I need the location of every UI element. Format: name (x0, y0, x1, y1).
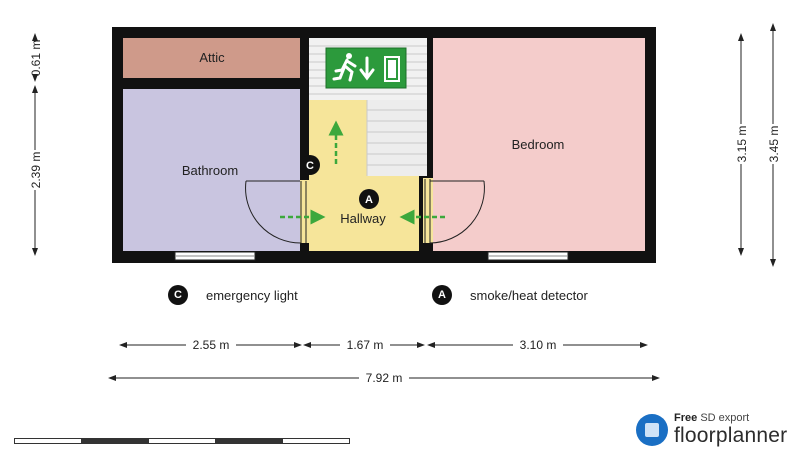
svg-text:2.55 m: 2.55 m (193, 338, 230, 352)
window-bathroom (174, 251, 256, 261)
detector-marker: A (359, 189, 379, 209)
legend-emergency-light-symbol: C (168, 285, 188, 305)
scale-bar (14, 438, 354, 444)
legend-detector-label: smoke/heat detector (470, 287, 588, 303)
legend-emergency-light-label: emergency light (206, 287, 298, 303)
dim-total: 7.92 m (108, 369, 660, 387)
svg-text:2.39 m: 2.39 m (29, 152, 43, 189)
dim-right-inner: 3.15 m (732, 33, 750, 256)
bathroom-door (245, 180, 307, 244)
svg-text:0.61 m: 0.61 m (29, 40, 43, 77)
svg-text:3.15 m: 3.15 m (735, 126, 749, 163)
dim-bottom-3: 3.10 m (427, 336, 648, 354)
wall-bath-hall-upper (300, 38, 309, 180)
svg-text:7.92 m: 7.92 m (366, 371, 403, 385)
bedroom-label: Bedroom (512, 137, 565, 152)
wall-hall-bed-lower (423, 243, 433, 251)
bedroom-door (424, 179, 485, 244)
attic-room (123, 38, 300, 78)
wall-attic-bath (123, 78, 305, 89)
floorplanner-brand[interactable]: Free SD export floorplanner (636, 410, 796, 450)
legend-detector-symbol: A (432, 285, 452, 305)
legend-emergency-light: C emergency light (168, 285, 298, 305)
emergency-exit-sign-icon (325, 47, 407, 89)
door-gap-bed (423, 178, 433, 243)
floorplanner-logo-icon (636, 414, 668, 446)
svg-text:A: A (365, 194, 373, 206)
stair-area-lower (367, 100, 427, 176)
svg-text:3.45 m: 3.45 m (767, 126, 781, 163)
dim-bottom-1: 2.55 m (119, 336, 302, 354)
bathroom-room (123, 89, 300, 251)
door-gap-bath (300, 180, 309, 243)
dim-left-bottom: 2.39 m (26, 85, 44, 256)
wall-bath-hall-lower (300, 243, 309, 251)
dim-left-top: 0.61 m (26, 33, 44, 82)
svg-text:3.10 m: 3.10 m (520, 338, 557, 352)
svg-text:C: C (306, 160, 314, 172)
bedroom-room (433, 38, 645, 251)
dim-right-outer: 3.45 m (764, 23, 782, 267)
svg-text:1.67 m: 1.67 m (347, 338, 384, 352)
emergency-light-marker: C (300, 155, 320, 175)
green-escape-arrow-icon (280, 120, 445, 225)
dim-bottom-2: 1.67 m (303, 336, 425, 354)
window-bedroom (487, 251, 569, 261)
bathroom-label: Bathroom (182, 163, 238, 178)
attic-label: Attic (199, 50, 225, 65)
hallway-label: Hallway (340, 211, 386, 226)
brand-tag: Free SD export (674, 412, 750, 424)
legend-detector: A smoke/heat detector (432, 285, 588, 305)
brand-name: floorplanner (674, 424, 788, 447)
wall-hall-bed-upper (427, 38, 433, 178)
